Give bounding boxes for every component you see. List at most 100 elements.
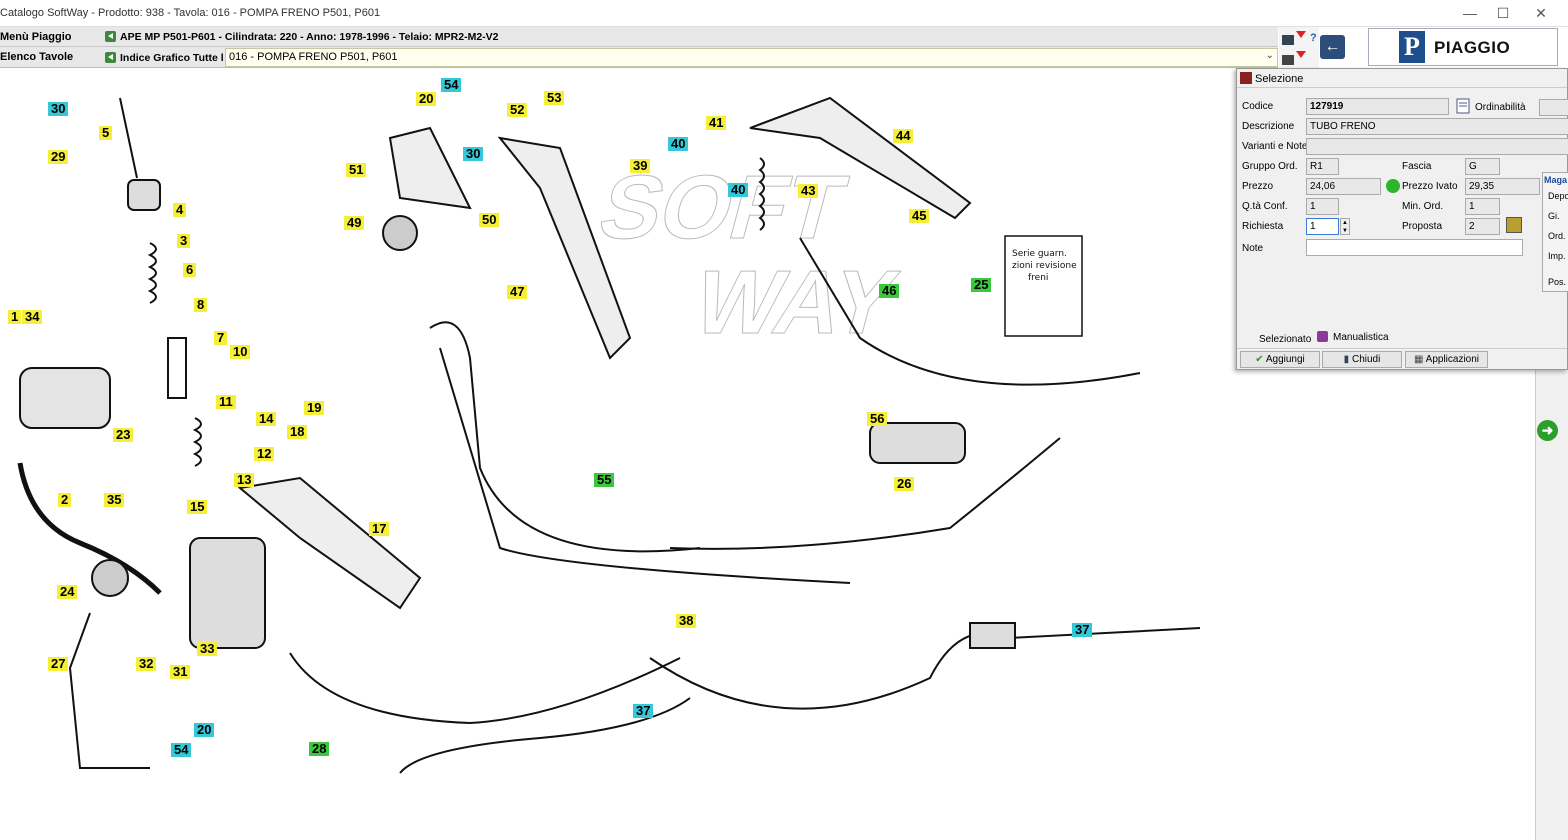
callout-label[interactable]: 30 — [48, 102, 69, 116]
close-button[interactable]: ✕ — [1535, 5, 1547, 21]
callout-label[interactable]: 14 — [256, 412, 277, 426]
callout-label[interactable]: 39 — [630, 159, 651, 173]
callout-label[interactable]: 40 — [668, 137, 689, 151]
callout-label[interactable]: 54 — [171, 743, 192, 757]
callout-label[interactable]: 25 — [971, 278, 992, 292]
callout-label[interactable]: 47 — [507, 285, 528, 299]
prezzo-label: Prezzo — [1242, 181, 1274, 192]
callout-label[interactable]: 15 — [187, 500, 208, 514]
callout-label[interactable]: 31 — [170, 665, 191, 679]
svg-text:freni: freni — [1028, 273, 1048, 283]
document-icon[interactable] — [1456, 98, 1470, 114]
tab-manualistica[interactable]: Manualistica — [1333, 332, 1389, 343]
app-icon — [1240, 72, 1252, 84]
callout-label[interactable]: 32 — [136, 657, 157, 671]
qta-field[interactable]: 1 — [1306, 198, 1339, 215]
callout-label[interactable]: 8 — [194, 298, 208, 312]
menu-piaggio-link[interactable]: Menù Piaggio — [0, 31, 72, 43]
callout-label[interactable]: 10 — [230, 345, 251, 359]
spinner-icon[interactable]: ▲▼ — [1340, 218, 1350, 235]
callout-label[interactable]: 35 — [104, 493, 125, 507]
chiudi-button[interactable]: ▮ Chiudi — [1322, 351, 1402, 368]
callout-label[interactable]: 18 — [287, 425, 308, 439]
callout-label[interactable]: 12 — [254, 447, 275, 461]
gruppo-field[interactable]: R1 — [1306, 158, 1339, 175]
parts-drawing[interactable]: SOFT WAY — [0, 68, 1535, 840]
toolbar-icons: ? — [1279, 27, 1319, 68]
callout-label[interactable]: 19 — [304, 401, 325, 415]
callout-label[interactable]: 33 — [197, 642, 218, 656]
callout-label[interactable]: 5 — [99, 126, 113, 140]
callout-label[interactable]: 24 — [57, 585, 78, 599]
callout-label[interactable]: 20 — [194, 723, 215, 737]
descrizione-field[interactable]: TUBO FRENO — [1306, 118, 1568, 135]
prezzo-ivato-field[interactable]: 29,35 — [1465, 178, 1540, 195]
callout-label[interactable]: 1 — [8, 310, 22, 324]
back-arrow-icon[interactable] — [105, 31, 116, 42]
callout-label[interactable]: 52 — [507, 103, 528, 117]
callout-label[interactable]: 44 — [893, 129, 914, 143]
breadcrumb-index[interactable]: Indice Grafico Tutte le — [120, 52, 224, 64]
varianti-label: Varianti e Note — [1242, 141, 1308, 152]
maximize-button[interactable]: ☐ — [1496, 5, 1510, 21]
tab-selezionato[interactable]: Selezionato — [1259, 334, 1312, 345]
callout-label[interactable]: 50 — [479, 213, 500, 227]
ordinabilita-field[interactable] — [1539, 99, 1568, 116]
callout-label[interactable]: 41 — [706, 116, 727, 130]
callout-label[interactable]: 37 — [633, 704, 654, 718]
breadcrumb-model[interactable]: APE MP P501-P601 - Cilindrata: 220 - Ann… — [120, 31, 499, 43]
callout-label[interactable]: 45 — [909, 209, 930, 223]
forward-arrow-icon[interactable]: ➜ — [1537, 420, 1558, 441]
callout-label[interactable]: 4 — [173, 203, 187, 217]
callout-label[interactable]: 55 — [594, 473, 615, 487]
varianti-field[interactable] — [1306, 138, 1568, 155]
elenco-tavole-link[interactable]: Elenco Tavole — [0, 51, 74, 63]
richiesta-input[interactable]: 1 — [1306, 218, 1339, 235]
callout-label[interactable]: 49 — [344, 216, 365, 230]
callout-label[interactable]: 3 — [177, 234, 191, 248]
cart-icon[interactable] — [1506, 217, 1522, 233]
minimize-button[interactable]: — — [1463, 5, 1477, 21]
window-title: Catalogo SoftWay - Prodotto: 938 - Tavol… — [0, 7, 381, 19]
note-input[interactable] — [1306, 239, 1523, 256]
callout-label[interactable]: 11 — [216, 395, 236, 409]
callout-label[interactable]: 43 — [798, 184, 819, 198]
piaggio-logo: P PIAGGIO — [1368, 28, 1558, 66]
magazzino-box: Maga Depo Gi. Ord. Imp. Pos. — [1542, 172, 1568, 292]
note-text: Serie guarn. zioni revisione freni — [1012, 249, 1077, 283]
back-arrow-icon[interactable] — [105, 52, 116, 63]
callout-label[interactable]: 51 — [346, 163, 367, 177]
applicazioni-button[interactable]: ▦ Applicazioni — [1405, 351, 1488, 368]
callout-label[interactable]: 27 — [48, 657, 69, 671]
callout-label[interactable]: 26 — [894, 477, 915, 491]
min-ord-field[interactable]: 1 — [1465, 198, 1500, 215]
callout-label[interactable]: 40 — [728, 183, 749, 197]
back-button[interactable]: ← — [1320, 35, 1345, 59]
callout-label[interactable]: 7 — [214, 331, 228, 345]
callout-label[interactable]: 56 — [867, 412, 888, 426]
proposta-field[interactable]: 2 — [1465, 218, 1500, 235]
aggiungi-button[interactable]: ✔ Aggiungi — [1240, 351, 1320, 368]
callout-label[interactable]: 53 — [544, 91, 565, 105]
callout-label[interactable]: 30 — [463, 147, 484, 161]
callout-label[interactable]: 54 — [441, 78, 462, 92]
callout-label[interactable]: 6 — [183, 263, 197, 277]
codice-field[interactable]: 127919 — [1306, 98, 1449, 115]
svg-text:Serie guarn.: Serie guarn. — [1012, 249, 1067, 259]
callout-label[interactable]: 46 — [879, 284, 900, 298]
fascia-field[interactable]: G — [1465, 158, 1500, 175]
callout-label[interactable]: 2 — [58, 493, 72, 507]
callout-label[interactable]: 17 — [369, 522, 390, 536]
table-select[interactable]: 016 - POMPA FRENO P501, P601 ⌄ — [225, 48, 1278, 67]
callout-label[interactable]: 23 — [113, 428, 134, 442]
callout-label[interactable]: 38 — [676, 614, 697, 628]
callout-label[interactable]: 29 — [48, 150, 69, 164]
prezzo-field[interactable]: 24,06 — [1306, 178, 1381, 195]
callout-label[interactable]: 13 — [234, 473, 255, 487]
callout-label[interactable]: 37 — [1072, 623, 1093, 637]
callout-label[interactable]: 34 — [22, 310, 43, 324]
filter-icon[interactable]: ? — [1279, 27, 1319, 68]
chevron-down-icon[interactable]: ⌄ — [1265, 50, 1274, 61]
callout-label[interactable]: 20 — [416, 92, 437, 106]
callout-label[interactable]: 28 — [309, 742, 330, 756]
